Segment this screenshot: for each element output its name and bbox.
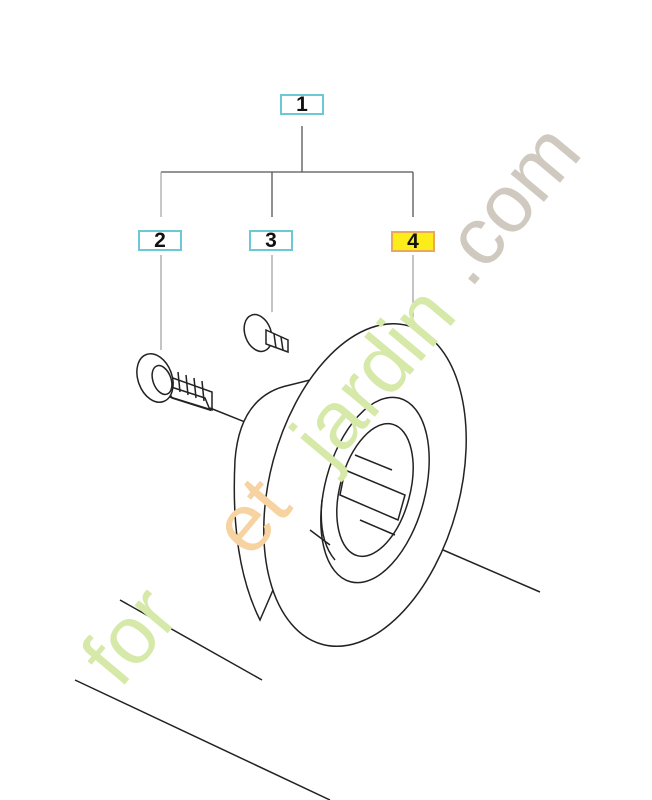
bolt-part-3 [243,313,289,354]
callout-2[interactable]: 2 [138,230,182,251]
svg-text:.com: .com [414,107,598,302]
svg-text:for: for [64,570,195,702]
callout-4-highlighted[interactable]: 4 [391,231,435,252]
callout-3[interactable]: 3 [249,230,293,251]
callout-tree-lines [160,126,414,217]
callout-1[interactable]: 1 [280,94,324,115]
bolt-part-2 [136,353,213,412]
pulley-part-4 [233,322,467,648]
